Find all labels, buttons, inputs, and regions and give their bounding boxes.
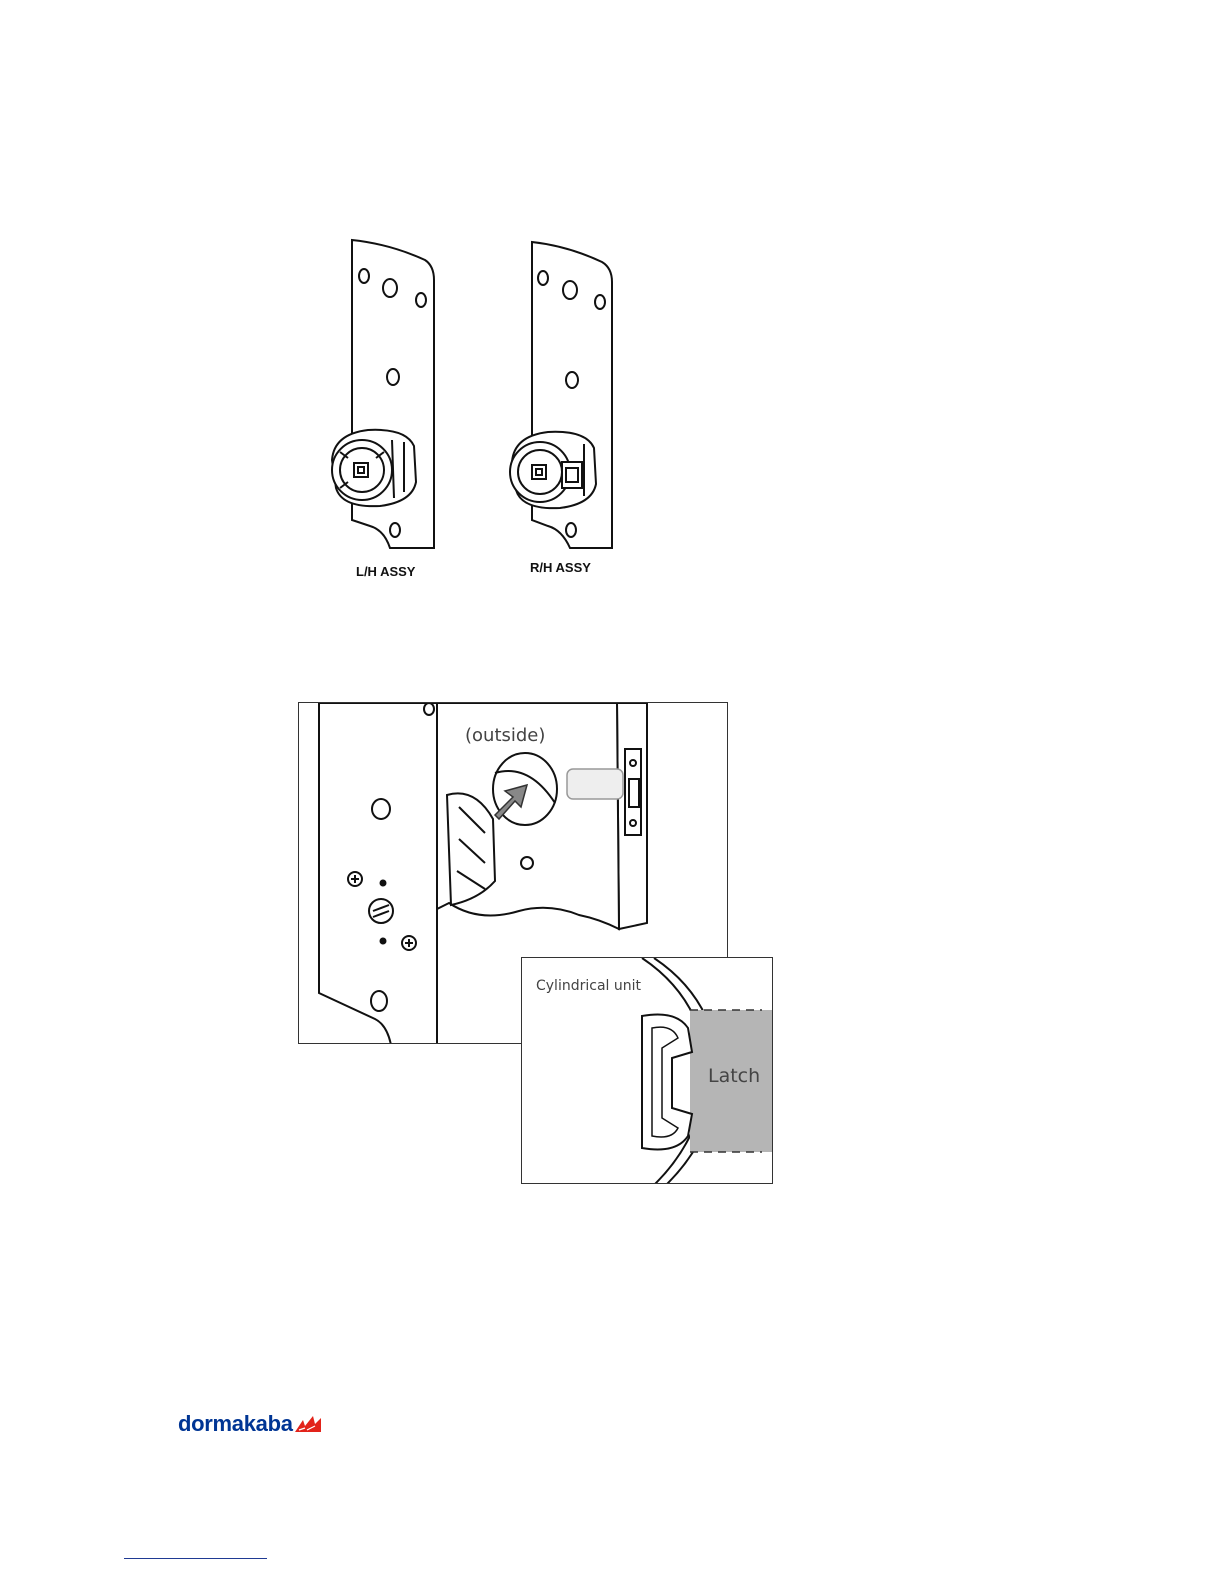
- latch-inset: Cylindrical unit Latch: [521, 957, 773, 1184]
- chassis-body: [447, 793, 495, 905]
- left-hand-plate: [332, 240, 434, 548]
- handing-assembly-figure: L/H ASSY R/H ASSY: [300, 230, 640, 590]
- latch-ghost: [567, 769, 623, 799]
- inset-title: Cylindrical unit: [536, 978, 641, 994]
- outside-label: (outside): [465, 725, 545, 746]
- right-assembly-label: R/H ASSY: [530, 560, 591, 575]
- logo-text: dormakaba: [178, 1411, 293, 1437]
- door-edge: [617, 703, 647, 929]
- right-hand-plate: [510, 242, 612, 548]
- escutcheon-plate: [319, 703, 437, 1044]
- footer-rule: [124, 1558, 267, 1559]
- latch-label: Latch: [708, 1065, 760, 1087]
- left-assembly-label: L/H ASSY: [356, 564, 416, 579]
- logo-mark-icon: [295, 1416, 321, 1432]
- dormakaba-logo: dormakaba: [178, 1409, 321, 1439]
